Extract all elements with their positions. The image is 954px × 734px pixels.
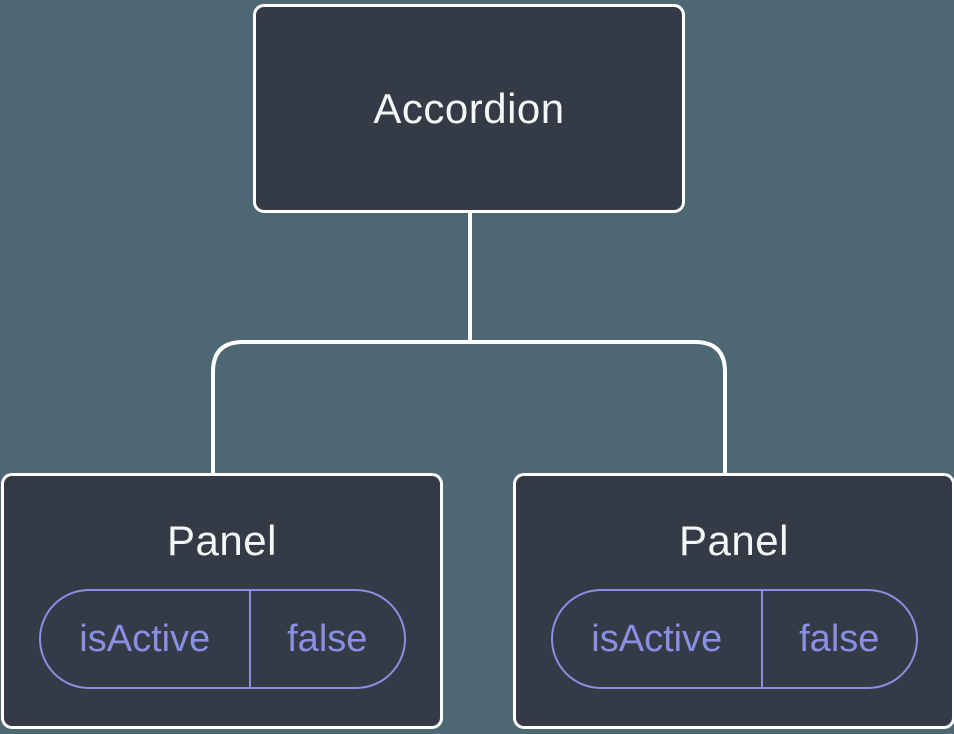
component-name: Panel [167, 517, 277, 564]
node-panel-left: Panel isActive false [1, 473, 443, 729]
node-panel-right: Panel isActive false [513, 473, 954, 729]
state-value: false [799, 618, 880, 660]
state-value: false [287, 618, 368, 660]
component-name: Accordion [373, 84, 565, 132]
state-name: isActive [553, 591, 764, 687]
state-name: isActive [41, 591, 252, 687]
component-name: Panel [679, 517, 789, 564]
state-pill: isActive false [38, 589, 406, 689]
node-accordion: Accordion [253, 4, 685, 213]
state-pill: isActive false [550, 589, 918, 689]
connector-branch [211, 340, 727, 474]
